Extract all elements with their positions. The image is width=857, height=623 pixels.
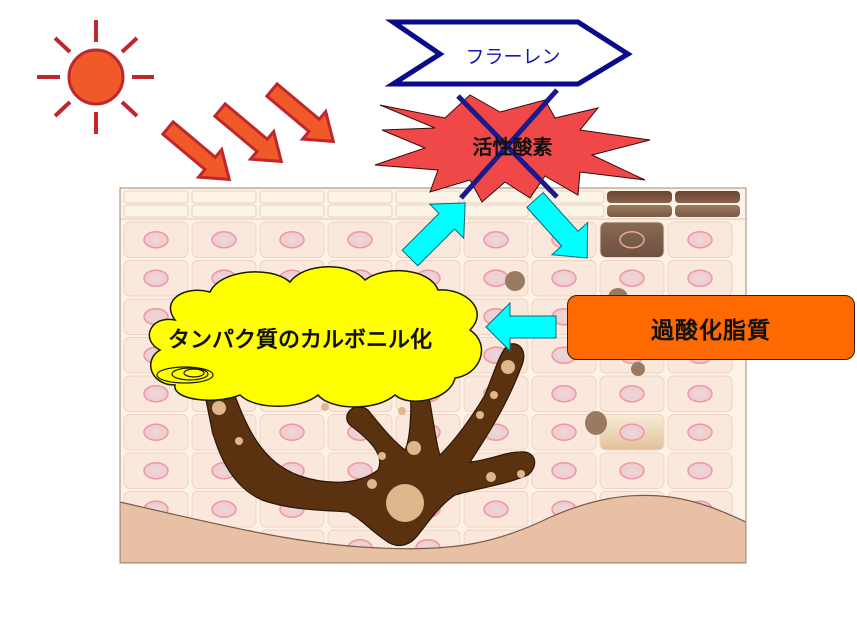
reactive-oxygen-label: 活性酸素 — [472, 134, 553, 159]
protein-carbonylation-label: タンパク質のカルボニル化 — [167, 328, 432, 353]
sun-icon — [37, 20, 154, 134]
fullerene-label: フラーレン — [465, 45, 561, 68]
fullerene-chevron — [384, 19, 633, 87]
lipid-peroxide-box: 過酸化脂質 — [567, 295, 855, 360]
cloud-tail-icon — [156, 366, 214, 384]
lipid-peroxide-label: 過酸化脂質 — [651, 317, 771, 344]
arrow-to-cloud-icon — [485, 301, 557, 353]
uv-arrow-icon — [212, 101, 284, 164]
protein-carbonylation-cloud — [148, 266, 483, 408]
uv-arrow-icon — [264, 81, 336, 144]
dermis-layer — [120, 494, 746, 563]
uv-arrow-icon — [160, 119, 232, 182]
uv-ray-arrows — [160, 81, 336, 182]
cross-out-icon — [456, 88, 559, 200]
melanocyte — [203, 343, 536, 546]
cyan-flow-arrows — [401, 191, 589, 353]
arrow-to-ros-icon — [401, 202, 466, 267]
arrow-from-ros-icon — [526, 191, 589, 259]
